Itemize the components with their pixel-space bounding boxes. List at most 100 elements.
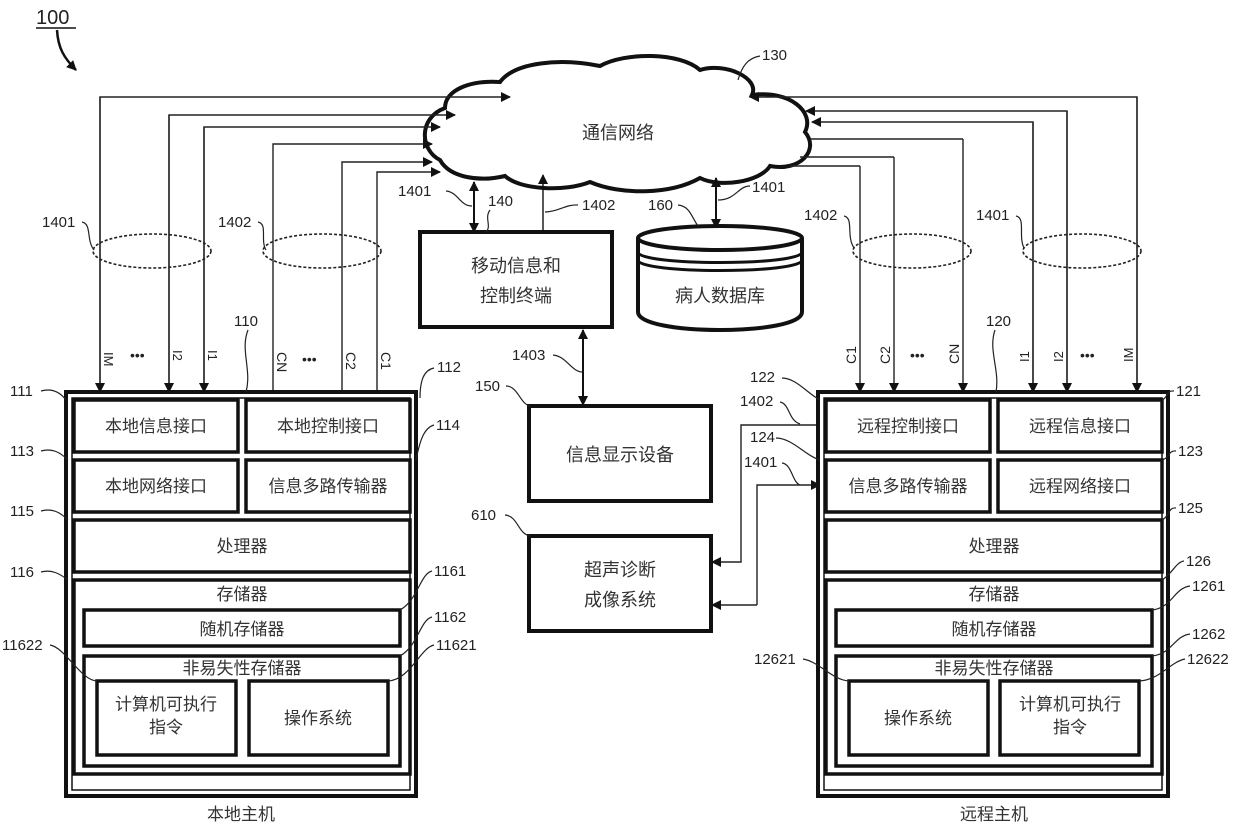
local-os-label: 操作系统 (284, 709, 352, 729)
signal-label: IM (101, 352, 116, 366)
signal-ellipsis: ••• (302, 351, 317, 367)
ref-112: 112 (437, 359, 461, 376)
signal-label: I2 (170, 350, 185, 361)
signal-label: C2 (877, 346, 893, 364)
remote-host-caption: 远程主机 (960, 805, 1028, 825)
remote-info-link-ref: 1401 (976, 207, 1009, 224)
local-host-ref: 110 (234, 313, 258, 330)
info-bundle-ellipse (1023, 234, 1141, 268)
local-processor-label: 处理器 (217, 537, 268, 557)
ref-114: 114 (436, 417, 460, 434)
ultrasound-box (529, 536, 711, 631)
remote-os-label: 操作系统 (884, 709, 952, 729)
signal-label: I1 (1017, 351, 1032, 362)
local-host: 本地信息接口 本地控制接口 本地网络接口 信息多路传输器 处理器 存储器 随机存… (2, 313, 477, 825)
signal-label: IM (1121, 348, 1136, 362)
signal-label: C1 (843, 346, 859, 364)
ref-116: 116 (10, 564, 34, 581)
network-ref: 130 (762, 47, 787, 64)
remote-control-link-ref-2: 1402 (740, 393, 773, 410)
signal-label: C1 (378, 352, 394, 370)
local-info-link-ref: 1401 (42, 214, 75, 231)
local-control-link-ref: 1402 (218, 214, 251, 231)
ref-1261: 1261 (1192, 578, 1225, 595)
ref-11622: 11622 (2, 637, 43, 654)
ref-122: 122 (750, 369, 775, 386)
patient-database: 病人数据库 160 1401 (638, 178, 802, 330)
mobile-terminal: 移动信息和 控制终端 1401 140 1402 (398, 175, 615, 327)
display-link-ref: 1403 (512, 347, 545, 364)
local-info-interface-label: 本地信息接口 (105, 417, 207, 437)
signal-ellipsis: ••• (1080, 347, 1095, 363)
remote-control-link-ref: 1402 (804, 207, 837, 224)
signal-label: CN (946, 344, 962, 364)
mobile-control-link-ref: 1402 (582, 197, 615, 214)
ultrasound-label-1: 超声诊断 (584, 560, 656, 581)
local-instructions-label-2: 指令 (149, 718, 183, 738)
remote-nvm-label: 非易失性存储器 (935, 659, 1054, 679)
mobile-terminal-label-1: 移动信息和 (471, 256, 561, 277)
ref-126: 126 (1186, 553, 1211, 570)
control-bundle-ellipse (853, 234, 971, 268)
mobile-terminal-box (420, 232, 612, 327)
remote-ram-label: 随机存储器 (952, 620, 1037, 640)
ultrasound-ref: 610 (471, 507, 496, 524)
remote-info-link-ref-2: 1401 (744, 454, 777, 471)
patient-db-label: 病人数据库 (675, 286, 765, 307)
local-nvm-label: 非易失性存储器 (183, 659, 302, 679)
signal-ellipsis: ••• (130, 347, 145, 363)
ref-123: 123 (1178, 443, 1203, 460)
remote-processor-label: 处理器 (969, 537, 1020, 557)
ref-1161: 1161 (434, 563, 466, 580)
local-network-interface-label: 本地网络接口 (105, 477, 207, 497)
local-multiplexer-label: 信息多路传输器 (269, 477, 388, 497)
remote-instructions-label-2: 指令 (1053, 718, 1087, 738)
local-host-caption: 本地主机 (207, 805, 275, 825)
remote-instructions-label-1: 计算机可执行 (1019, 695, 1121, 715)
local-ram-label: 随机存储器 (200, 620, 285, 640)
signal-ellipsis: ••• (910, 347, 925, 363)
ref-111: 111 (10, 383, 33, 400)
remote-control-interface-label: 远程控制接口 (857, 417, 959, 437)
network-label: 通信网络 (582, 123, 654, 144)
remote-memory-label: 存储器 (969, 585, 1020, 605)
display-label: 信息显示设备 (566, 445, 674, 466)
figure-ref-arrow-icon (57, 30, 76, 70)
patient-db-ref: 160 (648, 197, 673, 214)
remote-host: 远程控制接口 远程信息接口 信息多路传输器 远程网络接口 处理器 存储器 随机存… (740, 313, 1229, 825)
ultrasound-label-2: 成像系统 (584, 590, 656, 611)
signal-label: I1 (205, 350, 220, 361)
figure-ref: 100 (36, 7, 76, 70)
figure-ref-label: 100 (36, 7, 69, 29)
ref-1262: 1262 (1192, 626, 1225, 643)
signal-label: I2 (1051, 351, 1066, 362)
local-memory-label: 存储器 (217, 585, 268, 605)
local-instructions-label-1: 计算机可执行 (115, 695, 217, 715)
ref-125: 125 (1178, 500, 1203, 517)
mobile-info-link-ref: 1401 (398, 183, 431, 200)
local-control-interface-label: 本地控制接口 (277, 417, 379, 437)
signal-label: CN (274, 352, 290, 372)
ref-12622: 12622 (1187, 651, 1229, 668)
remote-info-interface-label: 远程信息接口 (1029, 417, 1131, 437)
info-bundle-ellipse (93, 234, 211, 268)
ref-124: 124 (750, 429, 775, 446)
control-bundle-ellipse (263, 234, 381, 268)
mobile-terminal-ref: 140 (488, 193, 513, 210)
ref-115: 115 (10, 503, 34, 520)
communication-network: 通信网络 130 (425, 47, 810, 191)
remote-network-interface-label: 远程网络接口 (1029, 477, 1131, 497)
ref-11621: 11621 (436, 637, 477, 654)
db-info-link-ref: 1401 (752, 179, 785, 196)
info-display: 1403 信息显示设备 150 (475, 330, 711, 501)
signal-label: C2 (343, 352, 359, 370)
ref-121: 121 (1176, 383, 1201, 400)
ref-1162: 1162 (434, 609, 466, 626)
display-ref: 150 (475, 378, 500, 395)
ref-12621: 12621 (754, 651, 796, 668)
mobile-terminal-label-2: 控制终端 (480, 286, 552, 307)
remote-multiplexer-label: 信息多路传输器 (849, 477, 968, 497)
remote-host-ref: 120 (986, 313, 1011, 330)
ref-113: 113 (10, 443, 34, 460)
